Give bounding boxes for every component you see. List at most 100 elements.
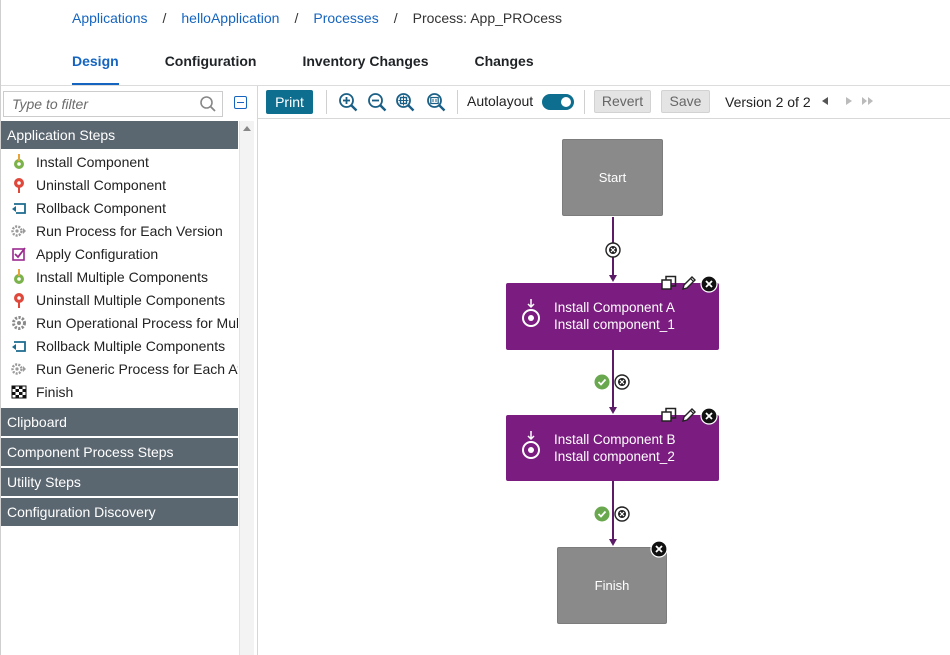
install-icon (11, 268, 27, 285)
breadcrumb-separator: / (162, 10, 167, 26)
step-node-install-component-a[interactable]: Install Component A Install component_1 (506, 283, 719, 350)
step-run-generic-process[interactable]: Run Generic Process for Each Affe (1, 357, 238, 380)
breadcrumb: Applications / helloApplication / Proces… (72, 9, 562, 27)
remove-connection-icon[interactable] (605, 242, 621, 258)
collapse-all-button[interactable] (234, 96, 247, 109)
step-label: Uninstall Multiple Components (36, 291, 226, 308)
print-button[interactable]: Print (266, 90, 313, 114)
tab-bar: Design Configuration Inventory Changes C… (72, 52, 580, 86)
rollback-icon (11, 338, 27, 354)
edit-icon[interactable] (681, 275, 697, 291)
last-version-icon-part (868, 97, 873, 105)
step-run-operational-process[interactable]: Run Operational Process for Multi (1, 311, 238, 334)
sidebar-scrollbar[interactable] (239, 121, 254, 655)
start-node[interactable]: Start (562, 139, 663, 216)
breadcrumb-current: Process: App_PROcess (412, 10, 563, 26)
header-divider (1, 85, 950, 86)
connector-arrowhead (609, 407, 617, 414)
connector-arrowhead (609, 539, 617, 546)
gear-icon (11, 361, 27, 377)
step-uninstall-multiple-components[interactable]: Uninstall Multiple Components (1, 288, 238, 311)
connector-b-finish[interactable] (612, 481, 614, 543)
step-run-process-each-version[interactable]: Run Process for Each Version (1, 219, 238, 242)
step-label: Run Generic Process for Each Affe (36, 360, 238, 377)
section-utility-steps[interactable]: Utility Steps (1, 468, 238, 496)
toolbar-separator (326, 90, 327, 114)
filter-box (3, 91, 223, 117)
zoom-out-icon[interactable] (367, 92, 387, 112)
install-icon (11, 153, 27, 170)
designer-toolbar: Print Autolayout (258, 86, 950, 119)
step-apply-configuration[interactable]: Apply Configuration (1, 242, 238, 265)
delete-node-icon[interactable] (650, 540, 668, 558)
uninstall-icon (11, 292, 27, 308)
step-install-multiple-components[interactable]: Install Multiple Components (1, 265, 238, 288)
tab-design[interactable]: Design (72, 52, 119, 86)
step-label: Rollback Multiple Components (36, 337, 226, 354)
connector-arrowhead (609, 275, 617, 282)
step-label: Rollback Component (36, 199, 166, 216)
copy-icon[interactable] (661, 275, 677, 291)
sidebar-divider (257, 86, 258, 655)
copy-icon[interactable] (661, 407, 677, 423)
step-rollback-component[interactable]: Rollback Component (1, 196, 238, 219)
node-title: Install Component A (554, 300, 675, 315)
autolayout-label: Autolayout (467, 93, 534, 109)
last-version-icon[interactable] (862, 97, 867, 105)
filter-input[interactable] (4, 92, 200, 116)
breadcrumb-separator: / (393, 10, 398, 26)
remove-connection-icon[interactable] (614, 374, 630, 390)
step-rollback-multiple-components[interactable]: Rollback Multiple Components (1, 334, 238, 357)
step-label: Run Process for Each Version (36, 222, 223, 239)
version-indicator: Version 2 of 2 (725, 94, 811, 110)
autolayout-toggle[interactable] (542, 94, 574, 110)
tab-changes[interactable]: Changes (474, 53, 534, 69)
step-uninstall-component[interactable]: Uninstall Component (1, 173, 238, 196)
next-version-icon[interactable] (846, 97, 852, 105)
step-label: Install Component (36, 153, 149, 170)
section-configuration-discovery[interactable]: Configuration Discovery (1, 498, 238, 526)
toolbar-separator (584, 90, 585, 114)
section-component-process-steps[interactable]: Component Process Steps (1, 438, 238, 466)
zoom-in-icon[interactable] (338, 92, 358, 112)
delete-node-icon[interactable] (700, 407, 718, 425)
checkbox-icon (11, 246, 27, 262)
node-subtitle: Install component_1 (554, 317, 675, 332)
rollback-icon (11, 200, 27, 216)
install-icon (522, 299, 540, 327)
step-node-install-component-b[interactable]: Install Component B Install component_2 (506, 415, 719, 481)
tab-inventory-changes[interactable]: Inventory Changes (302, 53, 429, 69)
step-finish[interactable]: Finish (1, 380, 238, 403)
scroll-up-arrow-icon[interactable] (243, 126, 251, 131)
toolbar-separator (457, 90, 458, 114)
process-canvas[interactable]: Start Install Component A Install compon… (258, 120, 950, 655)
section-clipboard[interactable]: Clipboard (1, 408, 238, 436)
step-label: Uninstall Component (36, 176, 166, 193)
finish-node[interactable]: Finish (557, 547, 667, 624)
success-condition-icon[interactable] (594, 374, 610, 390)
node-subtitle: Install component_2 (554, 449, 675, 464)
step-install-component[interactable]: Install Component (1, 150, 238, 173)
step-label: Apply Configuration (36, 245, 159, 262)
step-palette: Application Steps Install Component Unin… (1, 86, 257, 655)
success-condition-icon[interactable] (594, 506, 610, 522)
delete-node-icon[interactable] (700, 275, 718, 293)
edit-icon[interactable] (681, 407, 697, 423)
gear-icon (11, 315, 27, 331)
step-label: Finish (36, 383, 74, 400)
breadcrumb-application[interactable]: helloApplication (181, 10, 280, 26)
previous-version-icon[interactable] (822, 97, 828, 105)
breadcrumb-processes[interactable]: Processes (313, 10, 379, 26)
tab-configuration[interactable]: Configuration (164, 53, 257, 69)
connector-a-b[interactable] (612, 350, 614, 411)
save-button[interactable]: Save (661, 90, 710, 113)
section-application-steps[interactable]: Application Steps (1, 121, 238, 149)
zoom-actual-size-icon[interactable] (426, 92, 446, 112)
remove-connection-icon[interactable] (614, 506, 630, 522)
search-icon[interactable] (199, 95, 217, 113)
node-title: Install Component B (554, 432, 676, 447)
zoom-fit-icon[interactable] (395, 92, 415, 112)
breadcrumb-applications[interactable]: Applications (72, 10, 148, 26)
revert-button[interactable]: Revert (594, 90, 651, 113)
